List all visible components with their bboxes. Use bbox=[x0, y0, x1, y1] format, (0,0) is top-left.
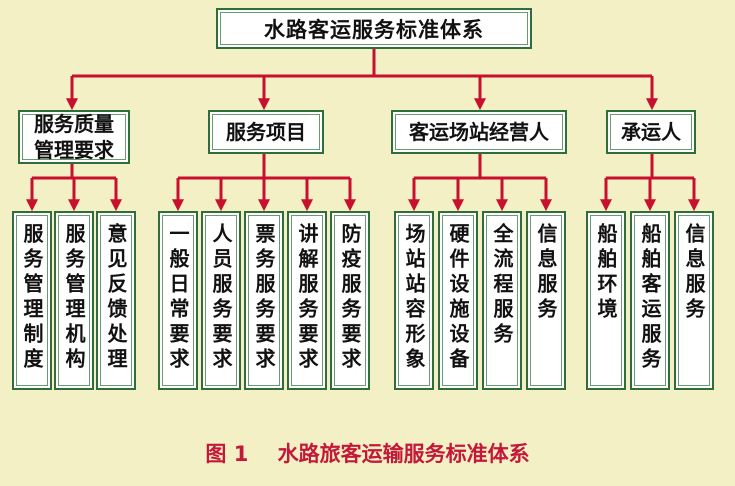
leaf-label: 讲解服务要求 bbox=[295, 223, 319, 373]
leaf-label: 意见反馈处理 bbox=[104, 223, 128, 373]
leaf-label: 票务服务要求 bbox=[252, 223, 276, 373]
leaf-box: 信息服务 bbox=[526, 211, 566, 390]
leaf-box: 船舶客运服务 bbox=[630, 211, 670, 390]
leaf-box: 船舶环境 bbox=[586, 211, 626, 390]
leaf-box: 全流程服务 bbox=[482, 211, 522, 390]
leaf-label: 船舶客运服务 bbox=[638, 223, 662, 373]
leaf-label: 服务管理制度 bbox=[20, 223, 44, 373]
category-label-service-items: 服务项目 bbox=[226, 120, 306, 144]
leaf-label: 服务管理机构 bbox=[62, 223, 86, 373]
leaf-box: 一般日常要求 bbox=[158, 211, 198, 390]
figure-caption: 图 1 水路旅客运输服务标准体系 bbox=[205, 442, 530, 466]
category-label-quality-management: 服务质量 管理要求 bbox=[34, 112, 114, 162]
leaf-box: 硬件设施设备 bbox=[438, 211, 478, 390]
leaf-label: 信息服务 bbox=[534, 223, 558, 323]
category-box-quality-management: 服务质量 管理要求 bbox=[18, 110, 130, 164]
leaf-label: 人员服务要求 bbox=[209, 223, 233, 373]
leaf-label: 场站站容形象 bbox=[402, 223, 426, 373]
leaf-label: 全流程服务 bbox=[490, 223, 514, 348]
leaf-label: 硬件设施设备 bbox=[446, 223, 470, 373]
leaf-label: 信息服务 bbox=[682, 223, 706, 323]
leaf-label: 一般日常要求 bbox=[166, 223, 190, 373]
leaf-box: 意见反馈处理 bbox=[96, 211, 136, 390]
category-label-terminal-operator: 客运场站经营人 bbox=[409, 120, 549, 144]
root-title-box: 水路客运服务标准体系 bbox=[216, 8, 532, 49]
leaf-box: 场站站容形象 bbox=[394, 211, 434, 390]
leaf-box: 票务服务要求 bbox=[244, 211, 284, 390]
leaf-box: 服务管理机构 bbox=[54, 211, 94, 390]
leaf-label: 防疫服务要求 bbox=[338, 223, 362, 373]
leaf-label: 船舶环境 bbox=[594, 223, 618, 323]
root-title: 水路客运服务标准体系 bbox=[264, 17, 484, 42]
leaf-box: 人员服务要求 bbox=[201, 211, 241, 390]
category-label-carrier: 承运人 bbox=[621, 120, 681, 144]
category-box-carrier: 承运人 bbox=[606, 110, 696, 154]
leaf-box: 讲解服务要求 bbox=[287, 211, 327, 390]
leaf-box: 防疫服务要求 bbox=[330, 211, 370, 390]
category-box-terminal-operator: 客运场站经营人 bbox=[391, 110, 567, 154]
category-box-service-items: 服务项目 bbox=[208, 110, 324, 154]
leaf-box: 信息服务 bbox=[674, 211, 714, 390]
leaf-box: 服务管理制度 bbox=[12, 211, 52, 390]
